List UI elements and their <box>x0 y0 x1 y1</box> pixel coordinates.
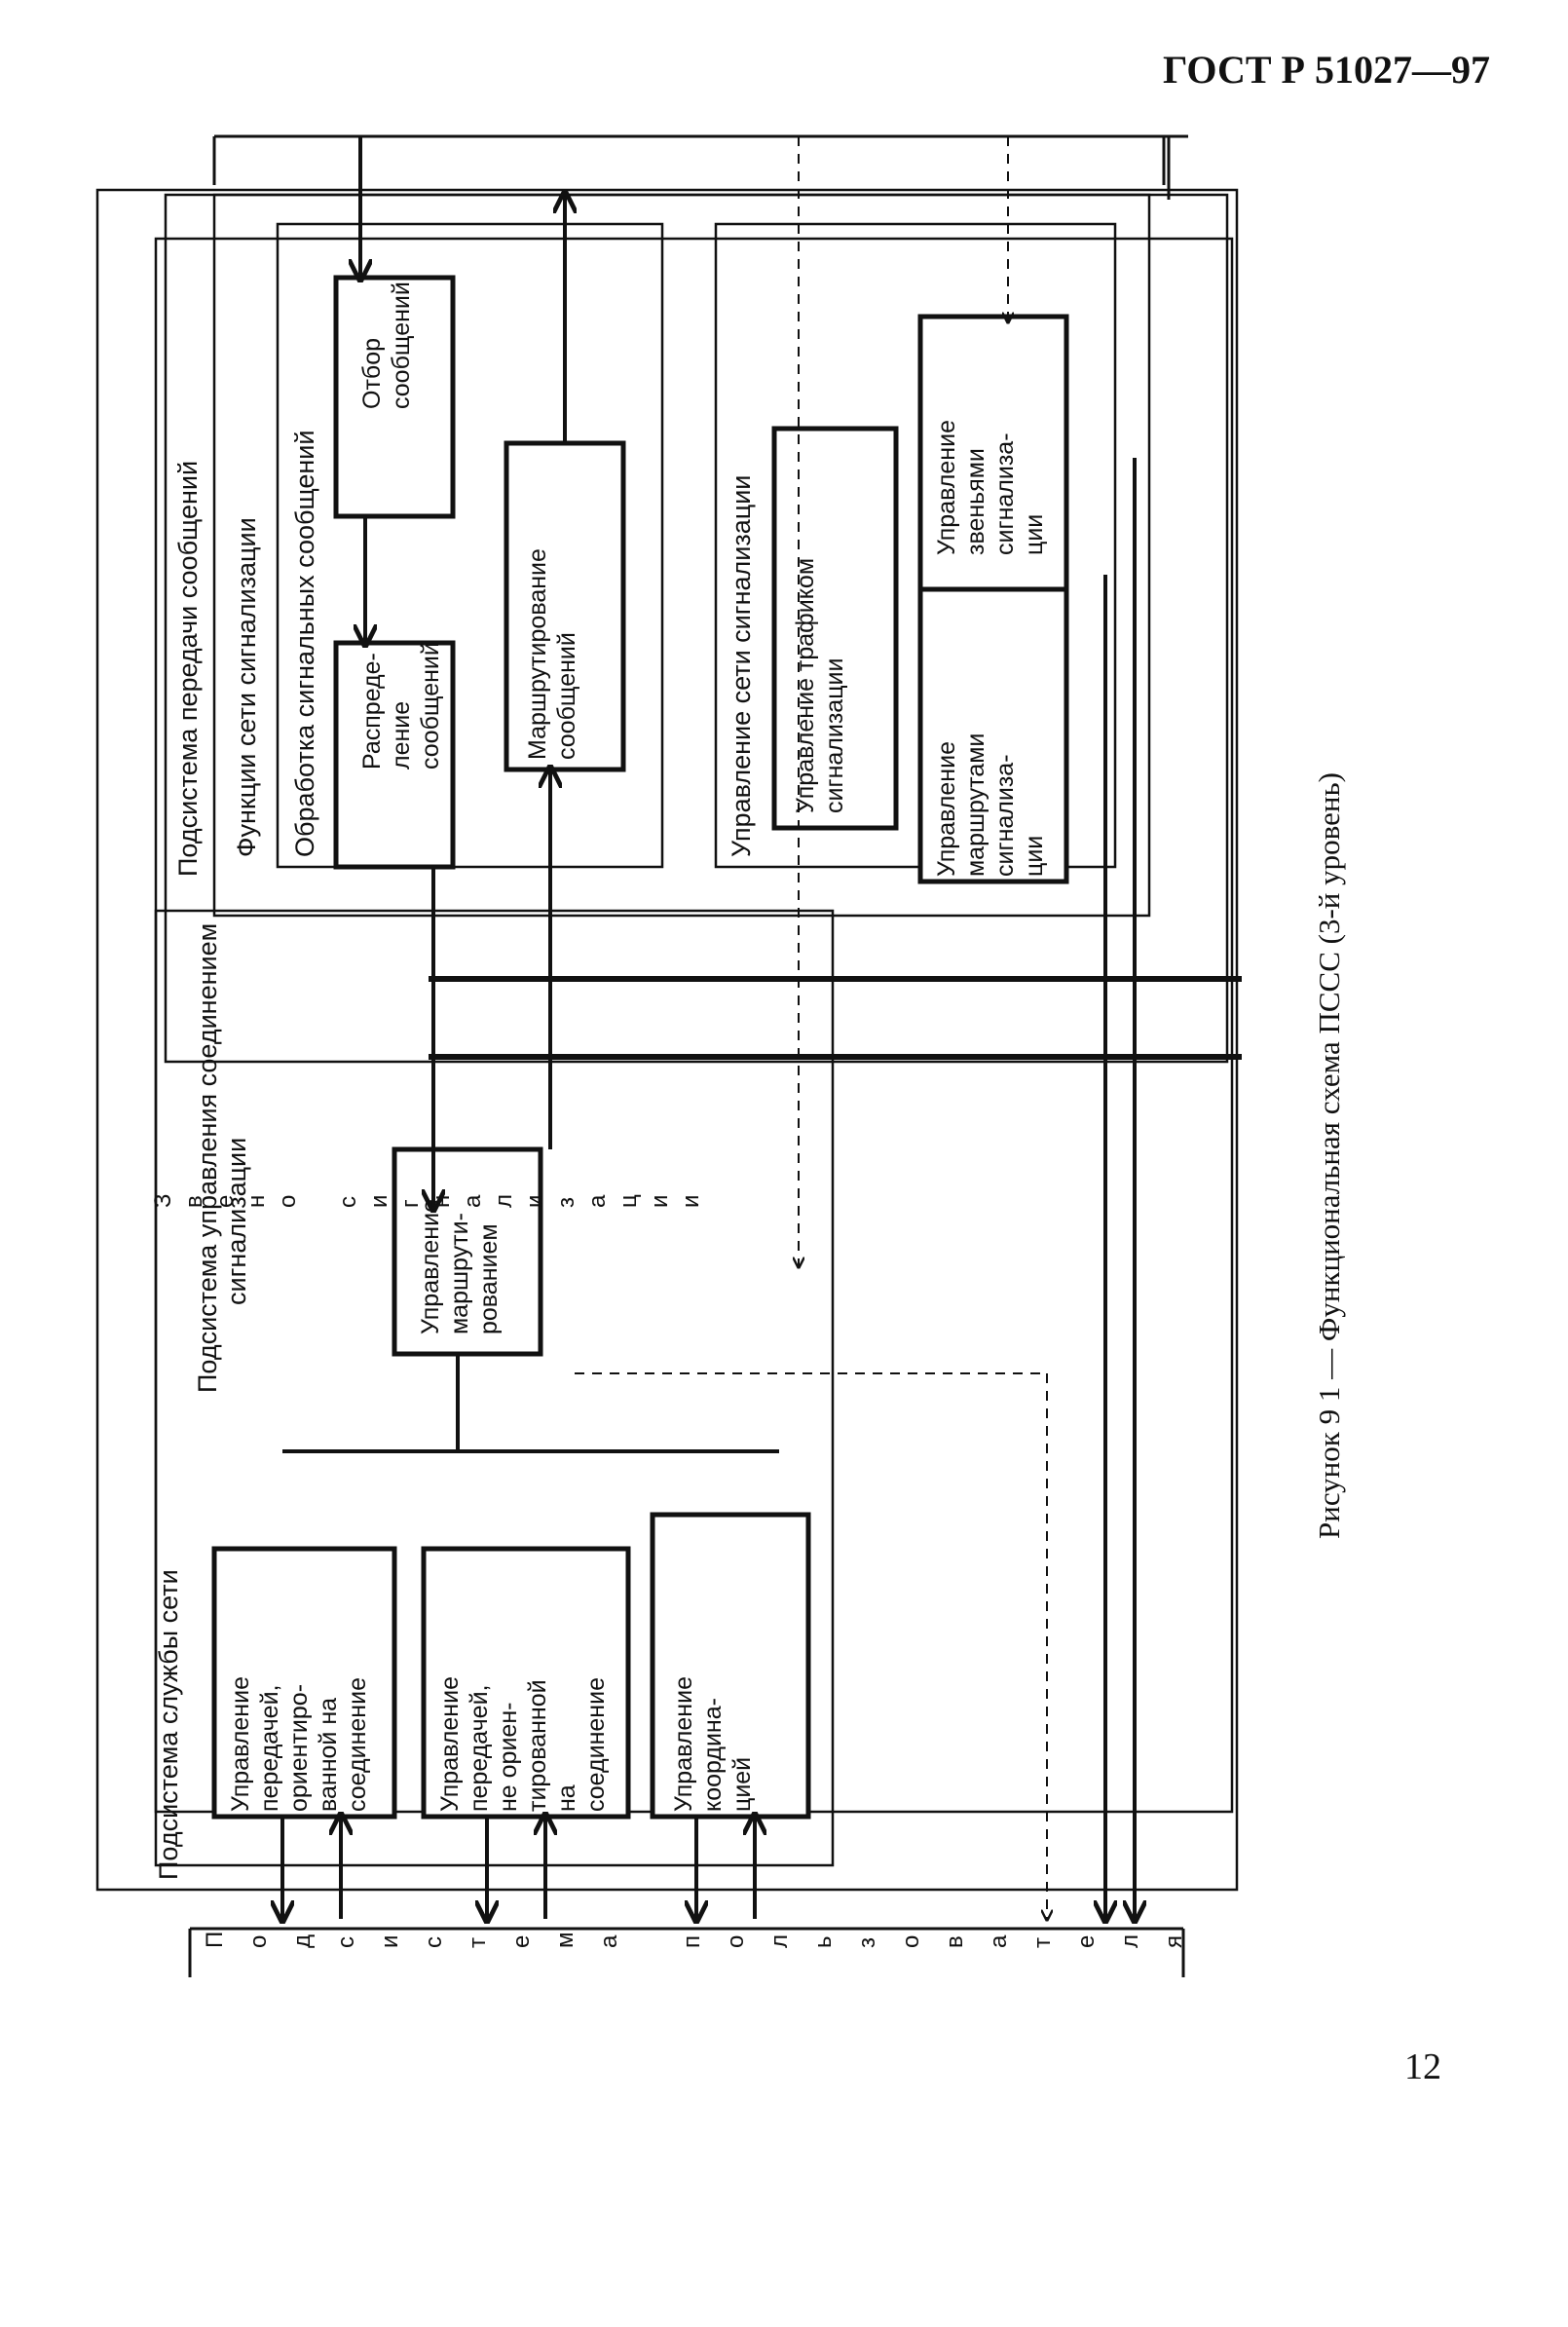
bottom-bar-letter: я <box>1161 1935 1187 1948</box>
bottom-bar-letter: л <box>766 1934 793 1948</box>
bottom-bar-letter: п <box>679 1935 705 1948</box>
bottom-bar-letter: е <box>508 1935 535 1948</box>
coordination-box <box>650 1512 811 1820</box>
top-bar-letter: н <box>429 1195 455 1208</box>
page-number: 12 <box>1404 2046 1441 2087</box>
discrimination-label: Отборсообщений <box>358 281 415 409</box>
rotated-labels: Подсистема службы сети Подсистема управл… <box>154 431 1346 1880</box>
top-bar-letter: ц <box>616 1194 642 1208</box>
connless-label: Управлениепередачей,не ориен-тированнойн… <box>436 1676 610 1812</box>
bottom-bar-letter: м <box>552 1933 579 1949</box>
signaling-link-bar <box>212 134 1188 200</box>
bottom-bar-letter: з <box>854 1937 880 1948</box>
top-bar-letter: и <box>678 1195 704 1208</box>
bottom-bar-letter: а <box>596 1934 622 1948</box>
network-service-label: Подсистема службы сети <box>154 1569 183 1880</box>
top-bar-letter: З <box>150 1194 176 1209</box>
bottom-bar-letter: о <box>723 1935 749 1948</box>
bottom-bar-letter: е <box>1073 1935 1100 1948</box>
conn-oriented-box <box>211 1546 397 1820</box>
mtp-label: Подсистема передачи сообщений <box>173 461 203 877</box>
bottom-bar-letter: с <box>421 1936 447 1948</box>
message-handling-frame <box>276 222 664 869</box>
sccp-label-2: сигнализации <box>222 1138 251 1305</box>
bottom-bar-letter: л <box>1117 1934 1143 1948</box>
bottom-bar-letter: и <box>377 1935 403 1948</box>
network-management-label: Управление сети сигнализации <box>727 475 756 857</box>
top-bar-letter: н <box>243 1195 270 1208</box>
link-mgmt-label: Управлениезвеньямисигнализа-ции <box>933 420 1048 555</box>
bottom-bar-letter: т <box>465 1937 491 1948</box>
bottom-bar-letter: о <box>245 1935 272 1948</box>
bottom-bar-letter: т <box>1029 1937 1056 1948</box>
bottom-bar-letter: ь <box>810 1935 837 1948</box>
bottom-bar-letter: П <box>202 1932 228 1948</box>
bottom-bar-letter: с <box>333 1936 359 1948</box>
bottom-bar-letter: д <box>289 1934 316 1948</box>
coordination-label: Управлениекоордина-цией <box>670 1676 756 1812</box>
distribution-box <box>333 640 456 870</box>
document-header: ГОСТ Р 51027—97 <box>1162 48 1490 92</box>
bottom-bar-letter: в <box>942 1935 968 1948</box>
routing-ctrl-label: Управлениемаршрути-рованием <box>417 1199 503 1334</box>
sccp-frame <box>154 909 835 1867</box>
top-bar-letter: и <box>366 1195 392 1208</box>
traffic-mgmt-label: Управление трафикомсигнализации <box>792 558 848 813</box>
network-service-frame <box>95 188 1239 1892</box>
conn-oriented-label: Управлениепередачей,ориентиро-ванной нас… <box>227 1676 371 1812</box>
top-bar-letter: о <box>275 1195 301 1208</box>
distribution-label: Распреде-лениесообщений <box>358 642 444 769</box>
top-bar-letter: з <box>553 1197 579 1208</box>
discrimination-box <box>333 275 456 519</box>
network-functions-label: Функции сети сигнализации <box>232 517 261 857</box>
connless-box <box>421 1546 631 1820</box>
bottom-bar-letter: а <box>986 1934 1012 1948</box>
top-bar-letter: и <box>522 1195 548 1208</box>
bottom-bar-letter: о <box>898 1935 924 1948</box>
sccp-label: Подсистема управления соединением <box>193 923 222 1393</box>
rotated-diagram <box>95 134 1242 1977</box>
top-bar-letter: с <box>335 1196 361 1208</box>
top-bar-letter: в <box>181 1195 207 1208</box>
route-mgmt-box <box>917 586 1069 884</box>
top-bar-letter: л <box>491 1194 517 1208</box>
figure-caption: Рисунок 9 1 — Функциональная схема ПССС … <box>1312 772 1346 1539</box>
top-bar-letter: а <box>460 1194 486 1208</box>
top-bar-letter: е <box>212 1195 239 1208</box>
user-subsystem-bar <box>188 1927 1185 1977</box>
network-functions-frame <box>212 193 1151 918</box>
traffic-mgmt-box <box>771 426 899 831</box>
message-handling-label: Обработка сигнальных сообщений <box>290 431 319 857</box>
routing-label: Маршрутированиесообщений <box>524 548 580 760</box>
route-mgmt-label: Управлениемаршрутамисигнализа-ции <box>933 733 1048 877</box>
top-bar-letter: г <box>397 1199 424 1208</box>
top-bar-letter: и <box>647 1195 673 1208</box>
top-bar-letter: а <box>584 1194 611 1208</box>
network-management-frame <box>714 222 1117 869</box>
